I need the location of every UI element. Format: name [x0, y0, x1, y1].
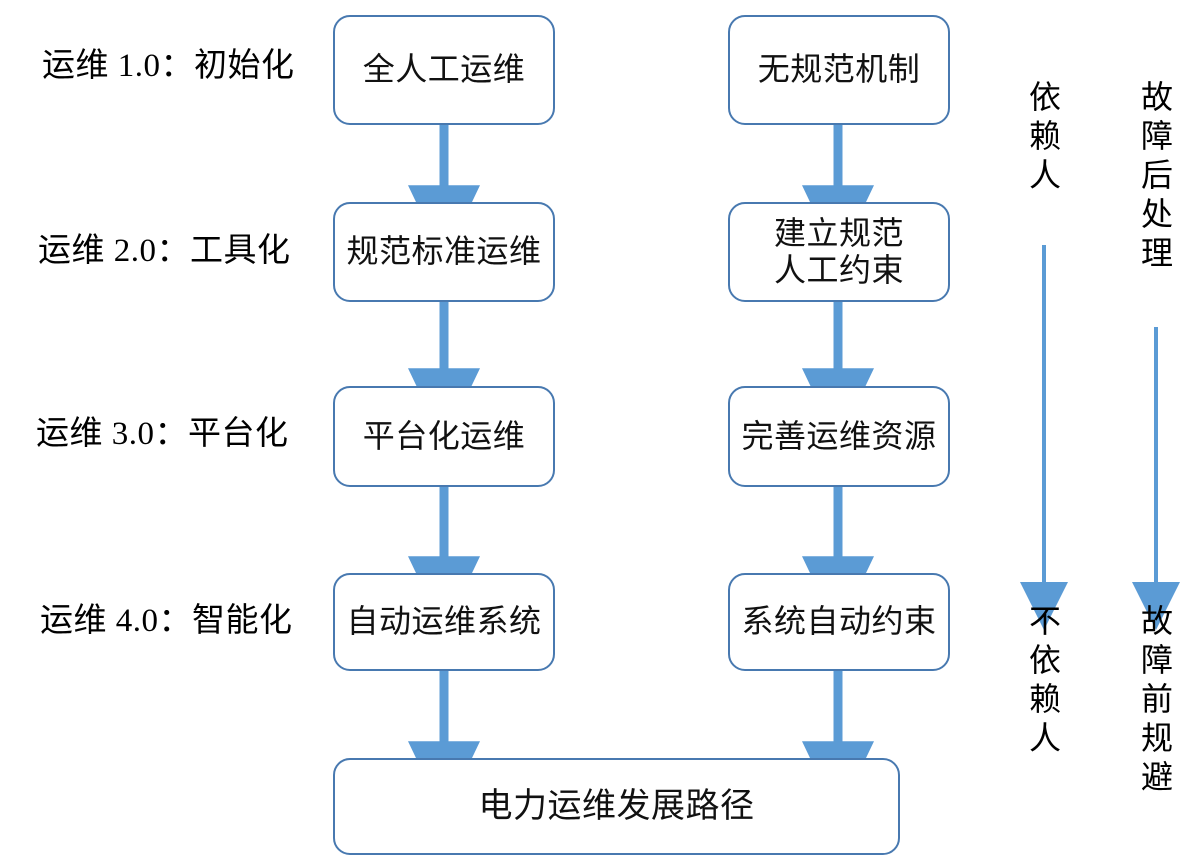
node-summary-label: 电力运维发展路径 [478, 787, 755, 825]
axis-people-bottom-char-2: 赖 [1028, 681, 1061, 718]
axis-people-top-label: 依 赖 人 [1025, 78, 1065, 195]
node-right-3[interactable]: 完善运维资源 [728, 386, 950, 487]
axis-fault-top-char-3: 处 [1140, 196, 1173, 233]
axis-fault-top-char-0: 故 [1140, 79, 1173, 115]
axis-fault-bottom-char-0: 故 [1140, 603, 1173, 639]
node-right-4-label: 系统自动约束 [741, 603, 937, 640]
axis-people-bottom-char-3: 人 [1028, 720, 1061, 757]
axis-people-top-char-1: 赖 [1028, 118, 1061, 155]
axis-fault-bottom-label: 故 障 前 规 避 [1137, 602, 1177, 797]
axis-people-bottom-label: 不 依 赖 人 [1025, 602, 1065, 758]
stage-label-1: 运维 1.0：初始化 [42, 48, 295, 84]
node-summary[interactable]: 电力运维发展路径 [333, 758, 900, 855]
node-left-2[interactable]: 规范标准运维 [333, 202, 555, 302]
axis-people-top-char-2: 人 [1028, 157, 1061, 194]
node-left-3[interactable]: 平台化运维 [333, 386, 555, 487]
axis-fault-top-char-1: 障 [1140, 118, 1173, 155]
axis-fault-top-char-4: 理 [1140, 235, 1173, 272]
stage-label-3: 运维 3.0：平台化 [36, 416, 289, 452]
stage-label-2: 运维 2.0：工具化 [38, 233, 291, 269]
node-right-1-label: 无规范机制 [757, 51, 921, 88]
node-left-1-label: 全人工运维 [362, 51, 526, 88]
axis-fault-top-char-2: 后 [1140, 157, 1173, 194]
node-left-2-label: 规范标准运维 [346, 233, 542, 270]
node-left-4-label: 自动运维系统 [346, 603, 542, 640]
axis-fault-bottom-char-1: 障 [1140, 642, 1173, 679]
node-left-1[interactable]: 全人工运维 [333, 15, 555, 125]
node-right-1[interactable]: 无规范机制 [728, 15, 950, 125]
node-right-3-label: 完善运维资源 [741, 417, 937, 454]
node-right-4[interactable]: 系统自动约束 [728, 573, 950, 671]
axis-fault-top-label: 故 障 后 处 理 [1137, 78, 1177, 273]
stage-label-4: 运维 4.0：智能化 [40, 603, 293, 639]
node-right-2-label: 建立规范 人工约束 [773, 214, 904, 288]
axis-fault-bottom-char-3: 规 [1140, 720, 1173, 757]
axis-people-bottom-char-0: 不 [1028, 603, 1061, 639]
node-left-3-label: 平台化运维 [362, 417, 526, 454]
axis-people-bottom-char-1: 依 [1028, 642, 1061, 679]
node-right-2[interactable]: 建立规范 人工约束 [728, 202, 950, 302]
node-left-4[interactable]: 自动运维系统 [333, 573, 555, 671]
axis-fault-bottom-char-2: 前 [1140, 681, 1173, 718]
axis-fault-bottom-char-4: 避 [1140, 759, 1173, 796]
axis-people-top-char-0: 依 [1028, 79, 1061, 115]
